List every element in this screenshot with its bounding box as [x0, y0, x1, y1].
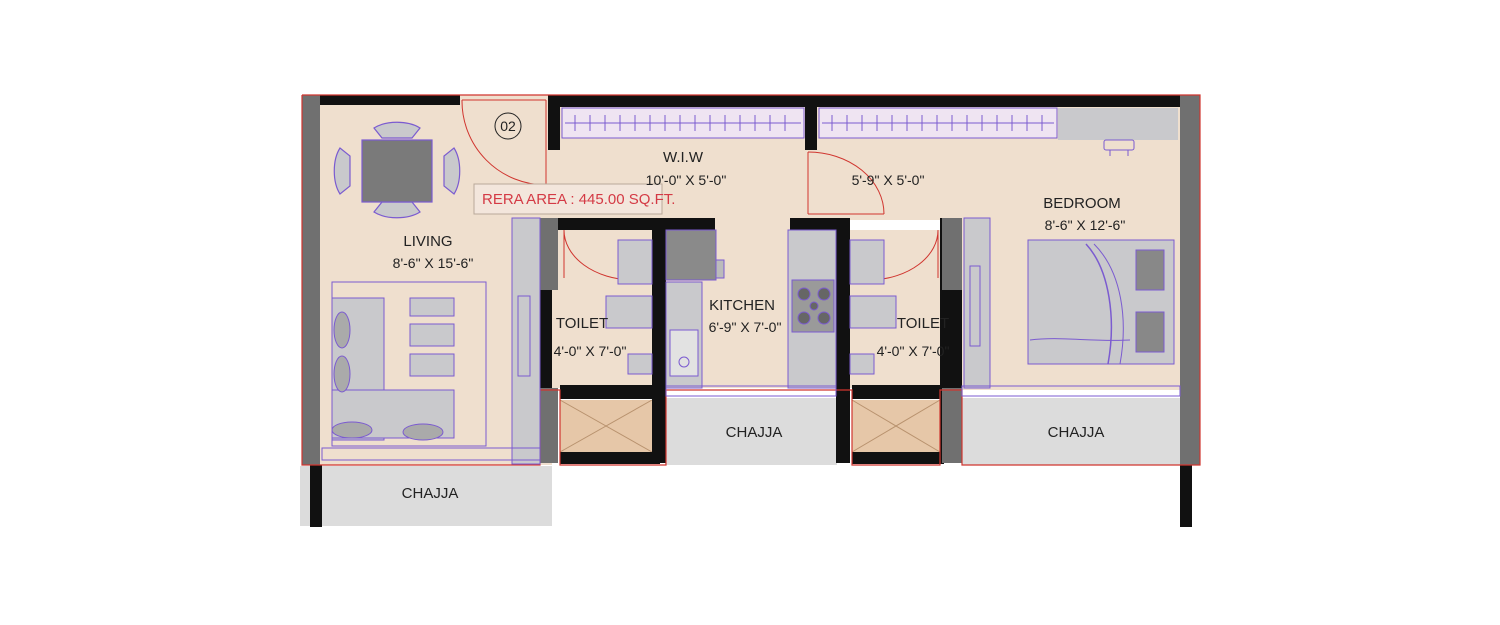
wardrobe-left — [561, 107, 805, 139]
tv-unit-living — [511, 217, 541, 465]
wiw-size: 10'-0" X 5'-0" — [646, 172, 727, 188]
window-living — [321, 447, 541, 461]
window-bedroom — [961, 385, 1181, 397]
toilet-right-door — [871, 229, 939, 281]
balcony-cross-marks — [559, 399, 941, 453]
rera-area-text: RERA AREA : 445.00 SQ.FT. — [482, 191, 675, 208]
chajja-kitchen-label: CHAJJA — [726, 424, 783, 441]
living-size: 8'-6" X 15'-6" — [393, 255, 474, 271]
study-desk — [1058, 108, 1178, 140]
chajja-area-kitchen — [665, 398, 837, 465]
kitchen-fixtures — [665, 229, 837, 389]
chajja-area-living — [300, 466, 552, 526]
wiw2-size: 5'-9" X 5'-0" — [852, 172, 925, 188]
bedroom-name: BEDROOM — [1043, 195, 1121, 212]
unit-marker-circle — [494, 112, 522, 140]
wiw-name: W.I.W — [663, 149, 704, 166]
tv-unit-bedroom — [963, 217, 991, 389]
sofa-set — [331, 281, 487, 447]
wardrobe-right — [818, 107, 1058, 139]
dining-set — [333, 121, 461, 219]
chajja-area-bedroom — [962, 398, 1180, 465]
toilet-right-fixtures — [849, 239, 897, 375]
chajja-living-label: CHAJJA — [402, 485, 459, 502]
kitchen-name: KITCHEN — [709, 297, 775, 314]
kitchen-size: 6'-9" X 7'-0" — [709, 319, 782, 335]
toilet-right-name: TOILET — [897, 315, 949, 332]
toilet-left-size: 4'-0" X 7'-0" — [554, 343, 627, 359]
window-kitchen — [665, 385, 837, 397]
rera-area-box — [473, 183, 663, 215]
toilet-right-size: 4'-0" X 7'-0" — [877, 343, 950, 359]
main-door — [461, 99, 547, 186]
chajja-bedroom-label: CHAJJA — [1048, 424, 1105, 441]
bedroom-size: 8'-6" X 12'-6" — [1045, 217, 1126, 233]
bed — [1027, 239, 1175, 365]
toilet-left-fixtures — [605, 239, 653, 375]
unit-marker: 02 — [500, 118, 516, 134]
toilet-left-name: TOILET — [556, 315, 608, 332]
bedroom-door — [807, 151, 885, 215]
living-name: LIVING — [403, 233, 452, 250]
columns — [302, 95, 1200, 465]
desk-chair — [1103, 139, 1135, 156]
